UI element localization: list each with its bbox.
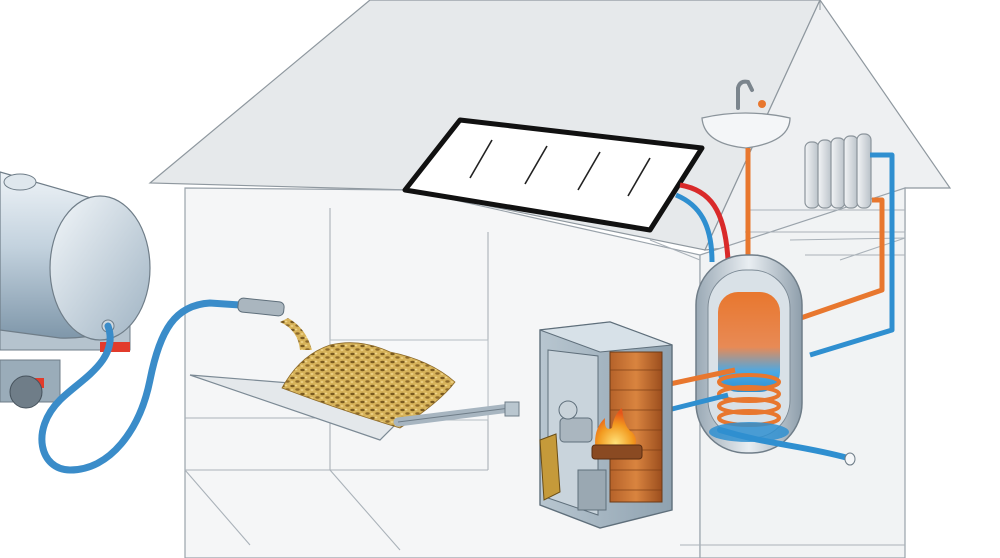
filler-hose [38,297,285,474]
cold-water-inlet [717,427,851,461]
boiler-door [539,433,561,501]
radiator [794,133,895,358]
boiler-flow-pipe [664,367,736,388]
radiator-icon [804,133,872,209]
heating-coil [717,373,781,427]
radiator-flow-pipe [809,152,895,358]
solar-flow-pipe [679,182,731,261]
hot-water-storage-tank [695,254,856,466]
pellet-boiler [539,321,673,529]
screw-conveyor [393,401,520,427]
hose-icon [38,299,244,474]
solar-collector [402,117,731,263]
solar-panel-icon [402,117,705,233]
boiler-return-pipe [667,392,729,413]
pellet-storage [189,318,456,441]
pellets-icon [281,342,456,429]
faucet-icon [736,79,754,110]
flame-icon [595,408,636,452]
radiator-return-pipe [794,197,885,323]
tank-inner-water [718,292,780,392]
washbasin [701,112,791,149]
delivery-truck-tank [0,171,151,409]
pellet-stream [280,318,312,350]
solar-return-pipe [674,192,715,263]
